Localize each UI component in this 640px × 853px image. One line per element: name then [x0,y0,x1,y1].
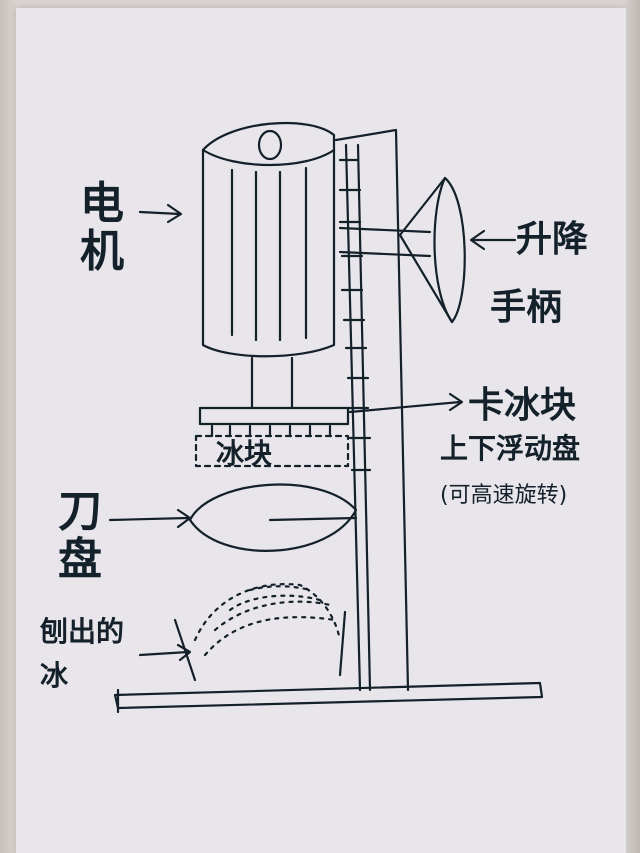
base-drawing [113,681,544,714]
handle-arrow [469,229,517,251]
label-shaved-ice-2: 冰 [40,659,69,692]
vertical-post [334,128,410,692]
label-shaved-ice-1: 刨出的 [40,615,125,648]
label-lift-handle-2: 手柄 [490,287,563,328]
label-blade-disc: 刀盘 [58,486,102,586]
label-ice-clamp-2: 上下浮动盘 [440,432,581,465]
motor-arrow [138,203,183,224]
shaved-ice-drawing [193,583,342,657]
bowl-drawing [138,610,347,682]
lift-handle-drawing [338,176,466,324]
background-left-edge [0,0,16,853]
label-motor: 电机 [80,178,124,278]
label-lift-handle-1: 升降 [516,219,589,260]
floating-disc-drawing [194,392,464,468]
label-ice-clamp-1: 卡冰块 [468,385,577,426]
label-ice-clamp-3: (可高速旋转) [440,483,568,508]
motor-drawing [201,121,336,410]
blade-disc-drawing [108,483,358,552]
background-right-edge [626,0,640,853]
label-ice-block: 冰块 [216,437,273,470]
